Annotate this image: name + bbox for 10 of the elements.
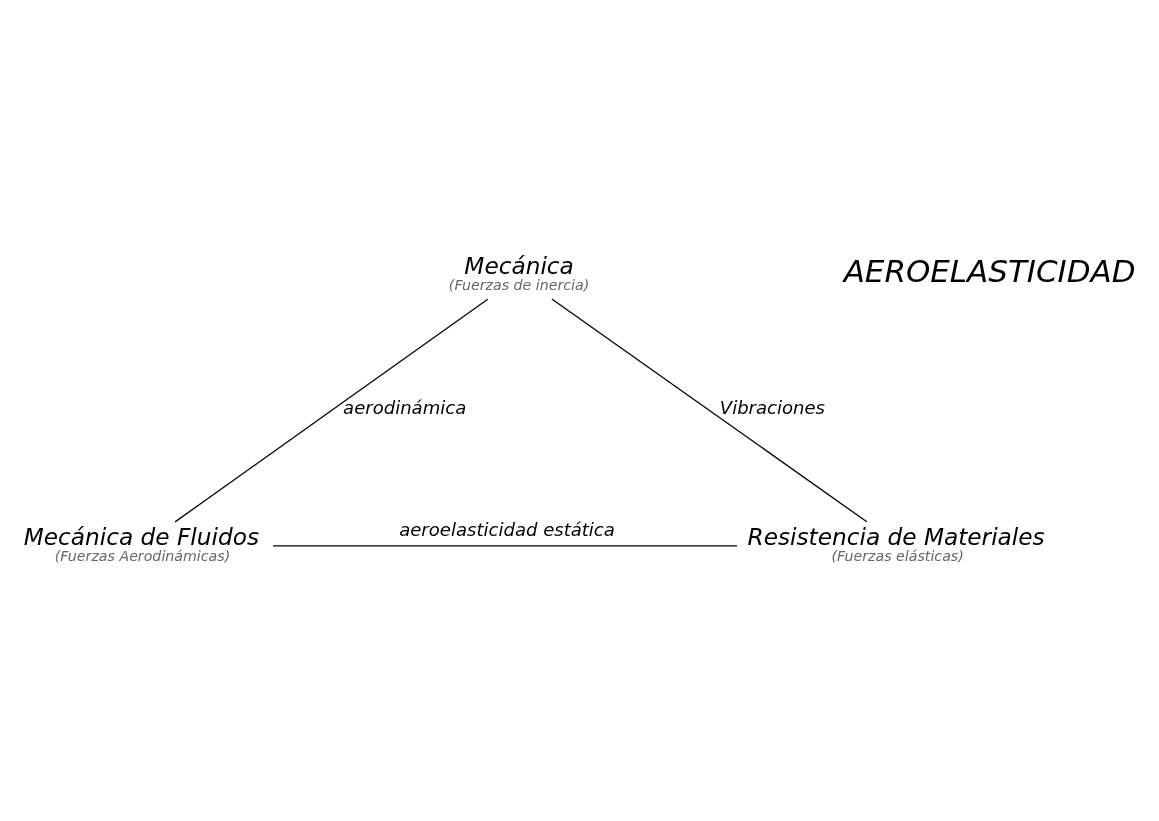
node-text: Mecánica de Fluidos (Fuerzas Aerodinámicas): [23, 522, 260, 564]
connector: [272, 545, 738, 547]
edge-label: aeroelasticidad estática: [399, 518, 615, 540]
node-text: Mecánica (Fuerzas de inercia): [448, 251, 590, 293]
connector: [174, 298, 489, 523]
edge-label: Vibraciones: [719, 396, 826, 418]
edge-label: aerodinámica: [343, 396, 467, 418]
connector: [551, 298, 868, 523]
label: AEROELASTICIDAD: [843, 252, 1136, 289]
node-text: Resistencia de Materiales (Fuerzas elásticas): [747, 522, 1045, 564]
